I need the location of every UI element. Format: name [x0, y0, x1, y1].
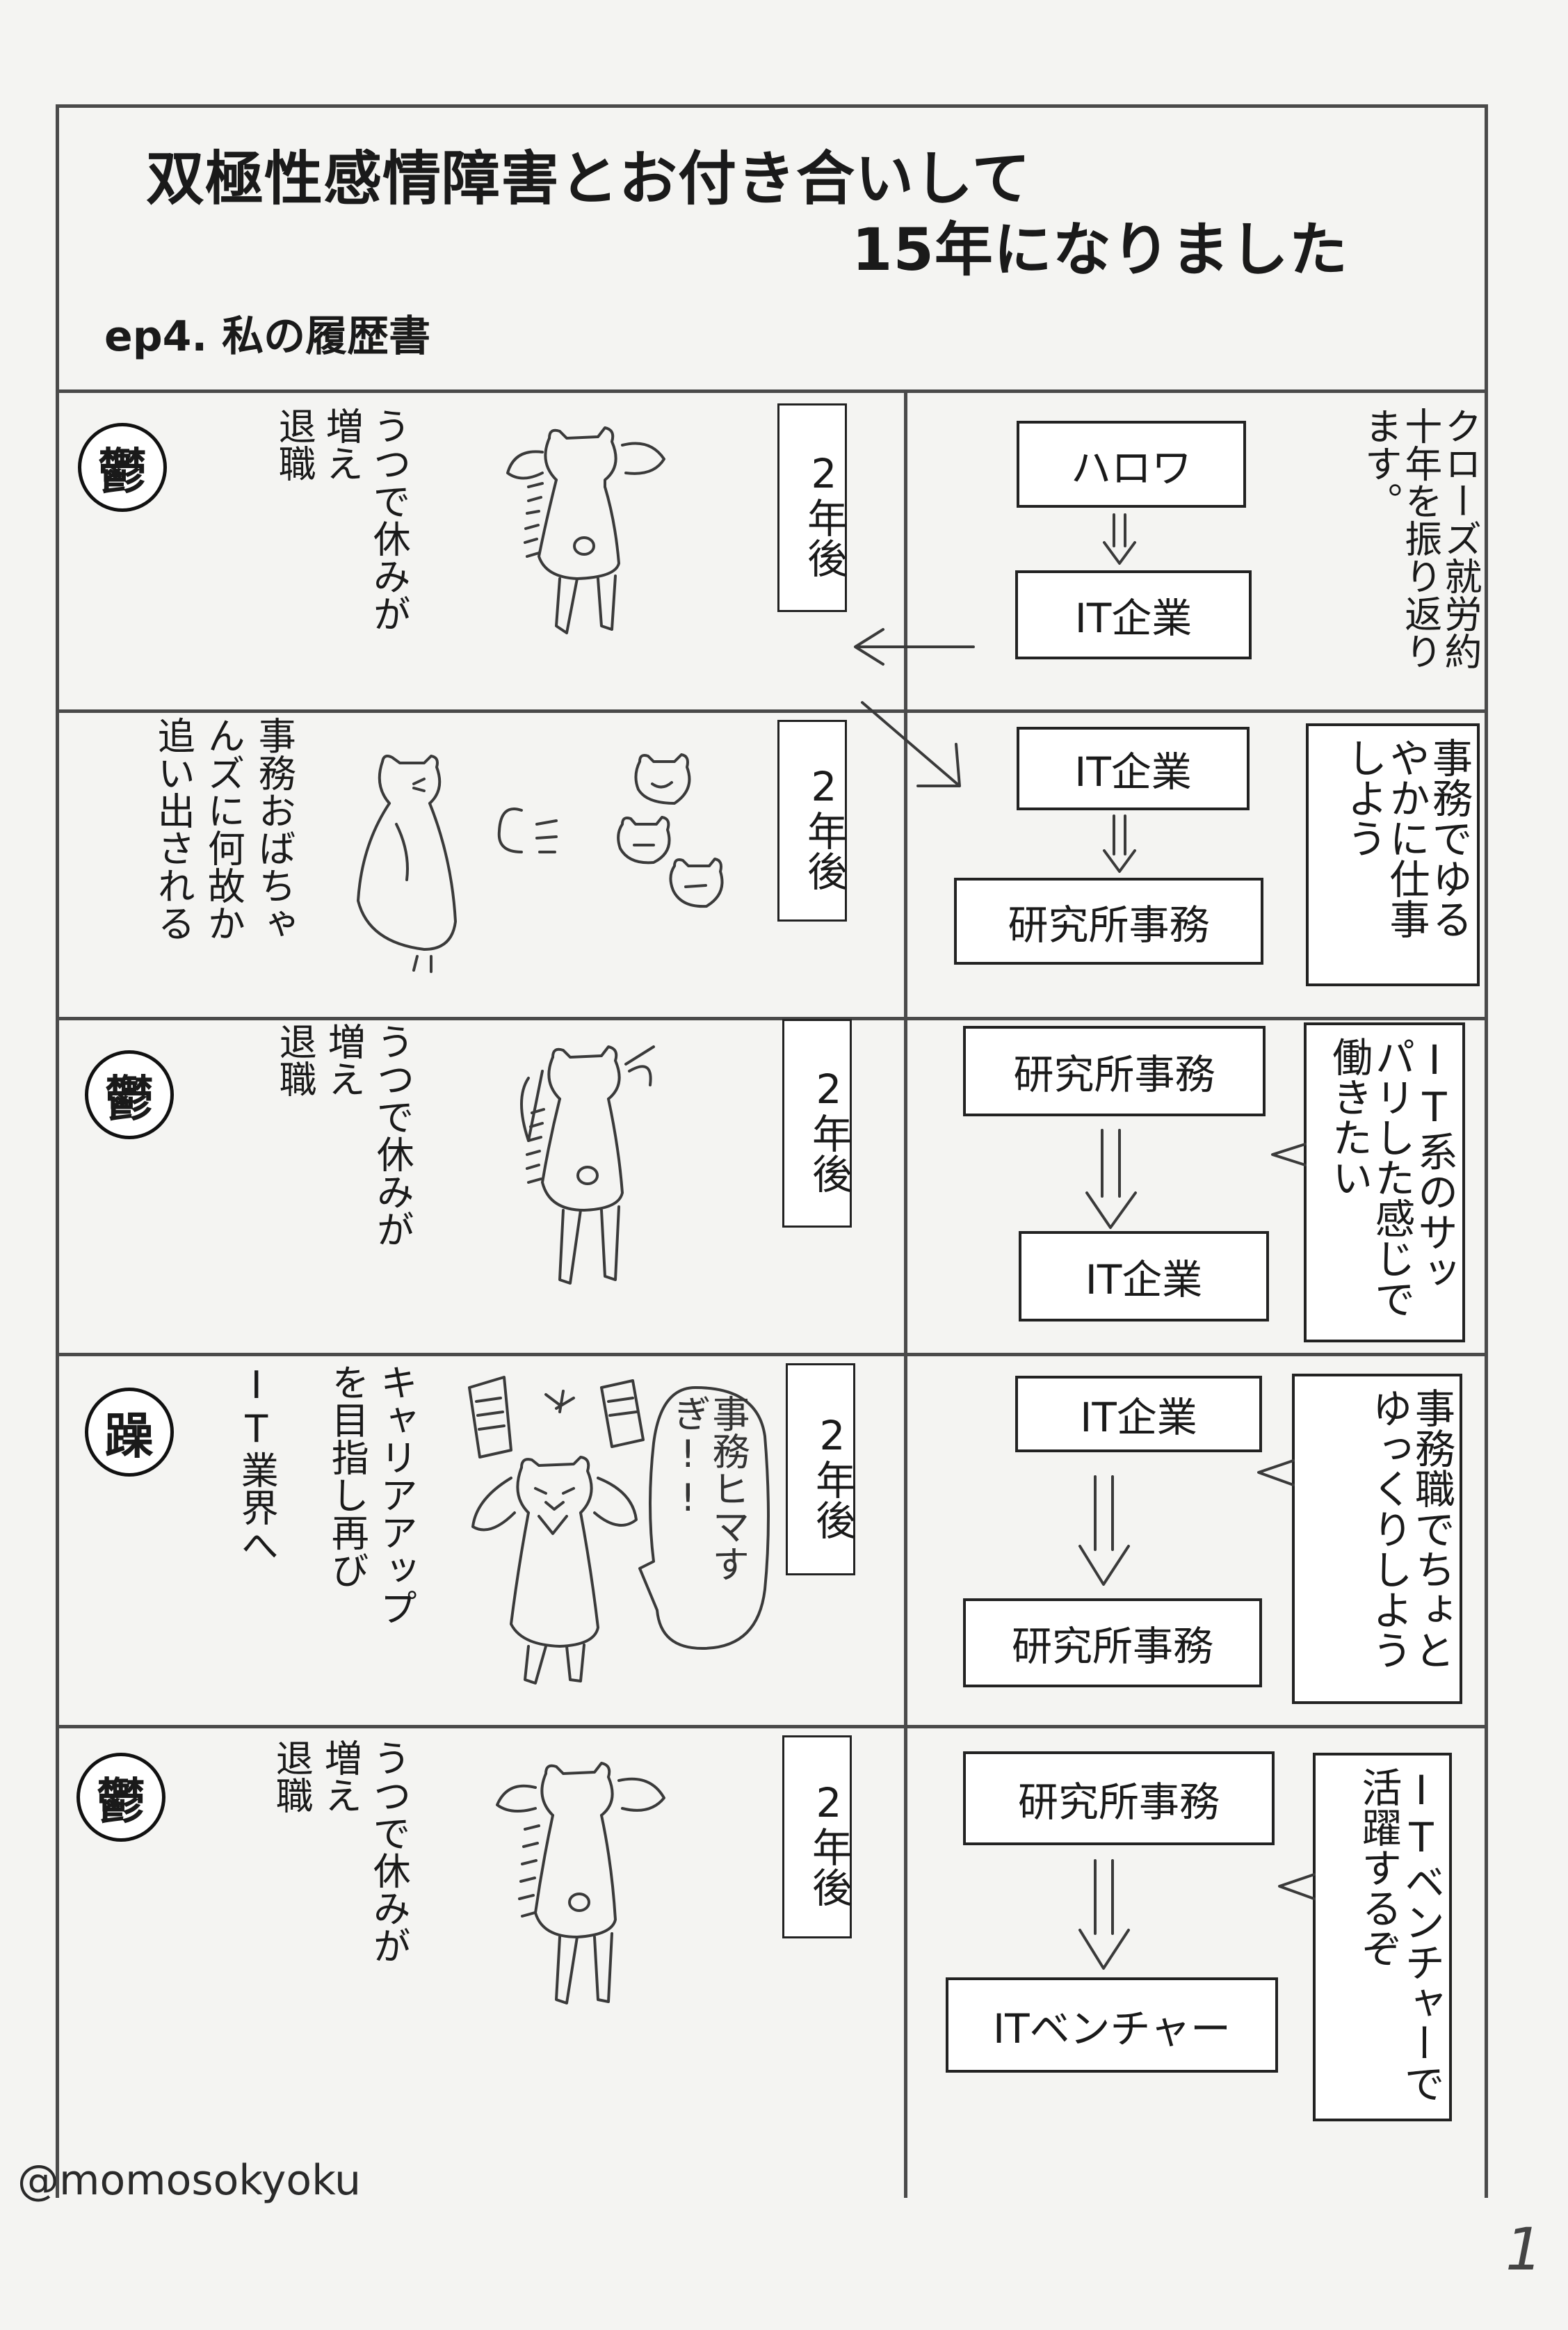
panel-4-from-box: IT企業 [1015, 1376, 1262, 1452]
panel-2-time-box: 2年後 [777, 720, 848, 922]
panel-3-depression-badge: 鬱 [85, 1050, 174, 1139]
panel-5-to-box: ITベンチャー [946, 1977, 1278, 2073]
panel-5-bear-drawing [496, 1762, 665, 2004]
panel-2-caption-1: 事務おばちゃ [252, 716, 296, 942]
row-divider-3 [56, 1353, 1488, 1356]
page-title-line-2: 15年になりました [852, 216, 1348, 284]
panel-3-time-box: 2年後 [782, 1019, 852, 1228]
panel-5-from-box: 研究所事務 [963, 1751, 1275, 1845]
panel-2-to-box: 研究所事務 [954, 878, 1263, 965]
panel-1-time-box: 2年後 [777, 403, 848, 612]
panel-4-bear-drawing [468, 1376, 645, 1685]
panel-4-bubble-tail [1257, 1459, 1295, 1486]
panel-4-to-box: 研究所事務 [963, 1598, 1262, 1687]
row-divider-2 [56, 1017, 1488, 1020]
panel-3-caption-1: うつで休みが [370, 1022, 414, 1248]
panel-5-caption-3: 退職 [269, 1739, 314, 1814]
panel-1-intro-note: クローズ就労約十年を振り返ります。 [1358, 407, 1482, 670]
page-number: 1 [1505, 2215, 1543, 2283]
row-divider-4 [56, 1725, 1488, 1728]
panel-1-caption-3: 退職 [272, 407, 316, 482]
page-frame [56, 104, 1488, 2198]
row-divider-1 [56, 709, 1488, 713]
panel-3-caption-3: 退職 [273, 1022, 317, 1098]
panel-2-from-box: IT企業 [1017, 727, 1250, 810]
panel-3-bear-drawing [520, 1045, 655, 1285]
panel-2-bear-drawing [357, 753, 724, 973]
panel-4-caption-1: キャリアアップ [373, 1363, 418, 1626]
panel-5-depression-badge: 鬱 [76, 1753, 165, 1842]
panel-2-thought-bubble: 事務でゆるやかに仕事しよう [1306, 723, 1480, 986]
panel-3-from-box: 研究所事務 [963, 1026, 1266, 1116]
panel-5-bubble-tail [1278, 1873, 1316, 1900]
panel-1-depression-badge: 鬱 [78, 423, 167, 512]
panel-2-down-arrow [1103, 814, 1136, 873]
episode-label: ep4. 私の履歴書 [104, 312, 431, 361]
panel-4-speech-bubble-outline [638, 1386, 770, 1650]
panel-5-caption-1: うつで休みが [366, 1739, 411, 1964]
panel-4-caption-2: を目指し再び [325, 1363, 369, 1589]
panel-2-caption-3: 追い出される [151, 716, 195, 942]
panel-4-mania-badge: 躁 [85, 1388, 174, 1477]
panel-3-thought-bubble: IT系のサッパリした感じで働きたい [1304, 1022, 1465, 1342]
panel-2-caption-2: んズに何故か [201, 716, 245, 942]
timeline-back-arrow [854, 628, 975, 787]
panel-5-down-arrow [1078, 1859, 1130, 1970]
panel-3-caption-2: 増え [321, 1022, 366, 1098]
panel-3-bubble-tail [1271, 1143, 1307, 1166]
header-divider [56, 389, 1488, 393]
center-divider [904, 389, 907, 2198]
panel-4-time-box: 2年後 [786, 1363, 856, 1575]
panel-5-caption-2: 増え [318, 1739, 362, 1814]
panel-3-to-box: IT企業 [1019, 1231, 1269, 1321]
panel-4-down-arrow [1078, 1475, 1130, 1586]
panel-1-caption-2: 増え [319, 407, 364, 482]
page-title-line-1: 双極性感情障害とお付き合いして [146, 145, 1031, 213]
panel-5-thought-bubble: ITベンチャーで活躍するぞ [1313, 1753, 1452, 2121]
panel-1-caption-1: うつで休みが [366, 407, 411, 632]
panel-4-caption-3: IT業界へ [234, 1363, 279, 1564]
panel-4-speech-text: 事務ヒマすぎ!! [665, 1395, 750, 1582]
panel-1-bear-drawing [506, 426, 665, 634]
panel-5-time-box: 2年後 [782, 1735, 852, 1938]
panel-1-from-box: ハロワ [1017, 421, 1246, 508]
panel-4-thought-bubble: 事務職でちょとゆっくりしよう [1292, 1374, 1462, 1704]
panel-3-down-arrow [1085, 1129, 1137, 1229]
panel-1-down-arrow [1103, 513, 1136, 565]
author-watermark: @momosokyoku [17, 2156, 362, 2205]
panel-1-to-box: IT企業 [1015, 570, 1252, 659]
